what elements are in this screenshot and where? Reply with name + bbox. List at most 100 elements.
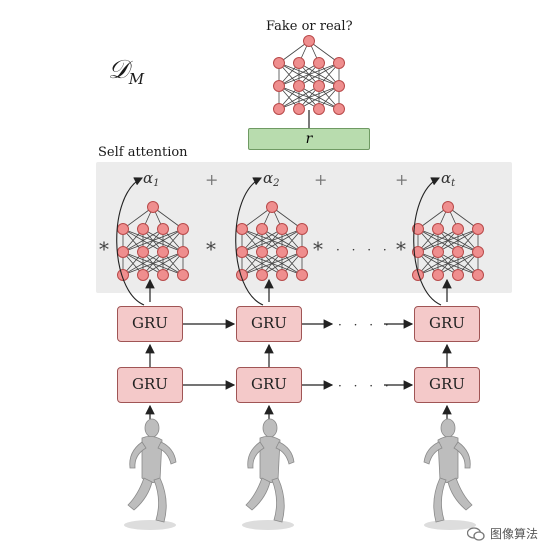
star-1: * xyxy=(99,237,109,261)
figure-3-head xyxy=(440,418,456,438)
edge xyxy=(417,251,459,276)
attention-curve-1 xyxy=(116,177,145,306)
edge xyxy=(152,206,184,230)
edge xyxy=(122,228,164,253)
neuron xyxy=(236,246,248,258)
neuron xyxy=(333,80,345,92)
figure-3-torso xyxy=(437,436,459,483)
neuron xyxy=(157,223,169,235)
ellipsis-gru-top: · · · · xyxy=(338,318,393,332)
edge xyxy=(142,228,184,253)
neuron xyxy=(177,223,189,235)
edge xyxy=(278,62,340,87)
neuron xyxy=(412,223,424,235)
neuron xyxy=(137,269,149,281)
neuron xyxy=(313,80,325,92)
neuron xyxy=(276,246,288,258)
watermark-text: 图像算法 xyxy=(489,527,538,541)
r-box: r xyxy=(248,128,370,150)
edge xyxy=(417,206,449,230)
neuron xyxy=(276,269,288,281)
figure-1-leg-left xyxy=(127,477,153,511)
edge xyxy=(122,228,184,253)
neuron xyxy=(296,223,308,235)
gru-top-3: GRU xyxy=(414,306,480,342)
edge xyxy=(437,251,479,276)
neuron xyxy=(442,201,454,213)
neuron xyxy=(117,246,129,258)
edge xyxy=(278,85,320,110)
figure-3-arm-left xyxy=(453,441,471,469)
figures-layer xyxy=(124,418,476,530)
arrows-layer xyxy=(116,110,452,430)
discriminator-symbol: 𝒟M xyxy=(108,55,145,89)
self-attention-label: Self attention xyxy=(98,145,188,160)
neuron xyxy=(333,103,345,115)
plus-2: + xyxy=(314,170,327,189)
star-4: * xyxy=(396,237,406,261)
neuron xyxy=(303,35,315,47)
figure-2-arm-left xyxy=(247,441,265,469)
star-3: * xyxy=(313,237,323,261)
ellipsis-gru-bottom: · · · · xyxy=(338,379,393,393)
edge xyxy=(271,206,303,230)
neuron xyxy=(276,223,288,235)
edge xyxy=(417,251,479,276)
neuron xyxy=(293,80,305,92)
figure-3 xyxy=(423,418,476,530)
neuron xyxy=(273,57,285,69)
neuron xyxy=(293,57,305,69)
figure-2-shadow xyxy=(242,520,294,530)
gru-bottom-2: GRU xyxy=(236,367,302,403)
attention-curve-2 xyxy=(235,177,264,306)
figure-1-head xyxy=(144,418,160,438)
figure-1-leg-right xyxy=(153,477,167,523)
neuron xyxy=(236,269,248,281)
neuron xyxy=(177,246,189,258)
figure-2-leg-left xyxy=(245,477,271,511)
neuron xyxy=(452,223,464,235)
output-net xyxy=(273,35,345,115)
edge xyxy=(122,251,184,276)
edge xyxy=(417,228,479,253)
ellipsis-attention: · · · · xyxy=(336,243,391,257)
neuron xyxy=(293,103,305,115)
neuron xyxy=(256,269,268,281)
figure-2-arm-right xyxy=(275,441,295,465)
neuron xyxy=(137,223,149,235)
edge xyxy=(241,251,303,276)
figure-2-torso xyxy=(259,436,281,483)
figure-2-head xyxy=(262,418,278,438)
neuron xyxy=(313,103,325,115)
plus-3: + xyxy=(395,170,408,189)
star-2: * xyxy=(206,237,216,261)
neuron xyxy=(472,269,484,281)
neuron xyxy=(177,269,189,281)
edge xyxy=(278,40,310,64)
neuron xyxy=(333,57,345,69)
watermark: 图像算法 xyxy=(466,525,538,542)
figure-1-shadow xyxy=(124,520,176,530)
output-label: Fake or real? xyxy=(266,19,353,34)
attention-net-2 xyxy=(236,201,308,281)
edge xyxy=(447,206,479,230)
edge xyxy=(261,228,303,253)
gru-bottom-3: GRU xyxy=(414,367,480,403)
edge xyxy=(241,206,273,230)
neuron xyxy=(157,246,169,258)
edge xyxy=(241,251,283,276)
edge xyxy=(278,85,340,110)
edge xyxy=(437,228,479,253)
figure-1-arm-left xyxy=(129,441,147,469)
edge xyxy=(417,228,459,253)
edge xyxy=(308,40,340,64)
neuron xyxy=(432,269,444,281)
neuron xyxy=(256,223,268,235)
neuron xyxy=(472,246,484,258)
edge xyxy=(122,206,154,230)
edge xyxy=(261,251,303,276)
neuron xyxy=(296,269,308,281)
edge xyxy=(278,62,320,87)
attention-net-3 xyxy=(412,201,484,281)
